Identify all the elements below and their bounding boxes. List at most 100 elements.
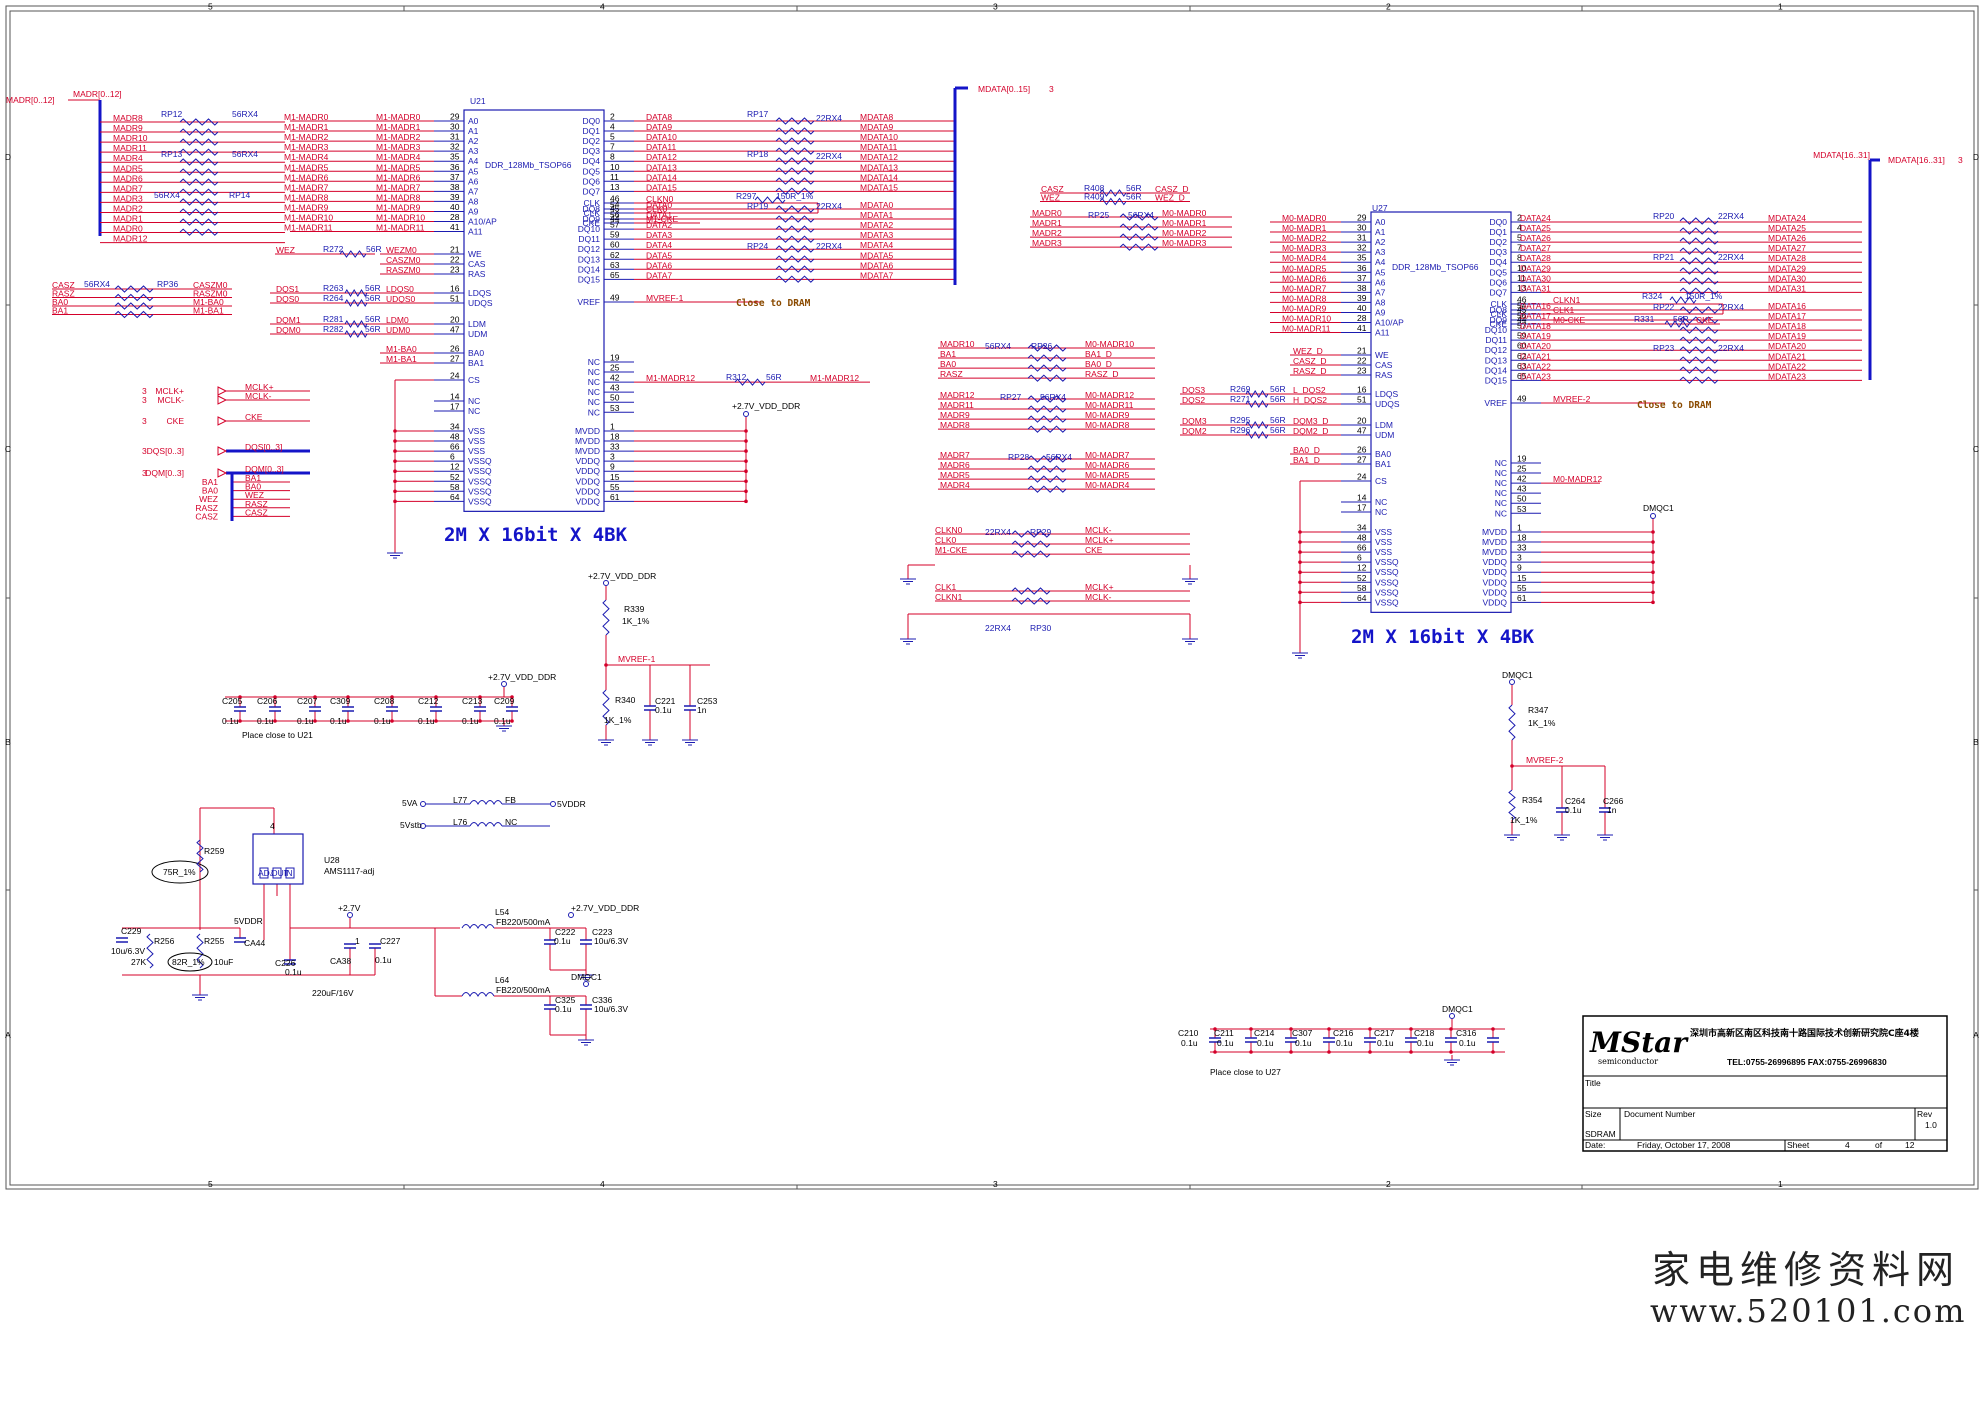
- net-label: MDATA21: [1768, 351, 1806, 361]
- pin-name: DQ4: [1490, 257, 1508, 267]
- pin-number: 17: [1357, 503, 1367, 513]
- frame-row-label: D: [1973, 152, 1979, 162]
- pin-number: 56: [1517, 311, 1527, 321]
- resistor: [1679, 376, 1719, 384]
- junction: [1327, 1027, 1331, 1031]
- resistor: [1679, 247, 1719, 255]
- resistor: [1027, 405, 1067, 413]
- pin-number: 15: [610, 472, 620, 482]
- pin-name: BA1: [1375, 459, 1391, 469]
- net-label: MVREF-1: [646, 293, 684, 303]
- pin-number: 40: [1357, 303, 1367, 313]
- resistor: [339, 250, 367, 258]
- dram-chip-body: [463, 109, 605, 512]
- inductor-value: FB220/500mA: [496, 985, 551, 995]
- pin-number: 57: [1517, 321, 1527, 331]
- rp-value: 56RX4: [232, 109, 258, 119]
- place-note-u27: Place close to U27: [1210, 1067, 1281, 1077]
- rp-value: 56RX4: [1128, 210, 1154, 220]
- power-label: +2.7V_VDD_DDR: [571, 903, 639, 913]
- net-label: WEZ: [1041, 193, 1060, 203]
- resistor: [179, 208, 219, 216]
- pin-name: UDQS: [1375, 399, 1400, 409]
- callout-ellipse: [167, 952, 213, 972]
- net-label: M0-MADR1: [1162, 218, 1207, 228]
- resistor: [179, 218, 219, 226]
- pin-number: 57: [610, 220, 620, 230]
- res-value: 56R: [366, 244, 382, 254]
- power-label: DMQC1: [1442, 1004, 1473, 1014]
- pin-number: 3: [610, 452, 615, 462]
- junction: [1651, 570, 1655, 574]
- res-ref: R256: [154, 936, 175, 946]
- junction: [238, 695, 242, 699]
- pin-name: NC: [1375, 497, 1387, 507]
- junction: [1651, 600, 1655, 605]
- pin-name: DQ3: [1490, 247, 1508, 257]
- port-name: MCLK-: [158, 395, 185, 405]
- resistor: [179, 158, 219, 166]
- net-label: UDQS0: [386, 294, 416, 304]
- res-ref: R347: [1528, 705, 1549, 715]
- net-label: MDATA2: [860, 220, 893, 230]
- net-label: DATA29: [1520, 263, 1551, 273]
- junction: [346, 695, 350, 699]
- mstar-logo-sub: semiconductor: [1598, 1057, 1658, 1066]
- pin-number: 49: [1517, 394, 1527, 404]
- net-label: MADR2: [1032, 228, 1062, 238]
- pin-number: 34: [1357, 523, 1367, 533]
- pin-number: 24: [1357, 472, 1367, 482]
- pin-name: NC: [1495, 498, 1507, 508]
- cap-ref: C216: [1333, 1028, 1354, 1038]
- net-label: RASZ: [52, 289, 75, 299]
- power-icon: [420, 823, 426, 829]
- junction: [346, 719, 350, 723]
- net-label: BA1_D: [1293, 455, 1320, 465]
- net-label: MDATA30: [1768, 273, 1806, 283]
- net-label: MADR11: [940, 400, 974, 410]
- net-label: M0-MADR9: [1282, 303, 1327, 313]
- pin-number: 3: [1517, 553, 1522, 563]
- pin-name: VSS: [468, 436, 485, 446]
- net-label: DATA23: [1520, 371, 1551, 381]
- net-label: MDATA27: [1768, 243, 1806, 253]
- pin-number: 54: [610, 200, 620, 210]
- pin-number: 19: [1517, 454, 1527, 464]
- net-label: MDATA14: [860, 172, 898, 182]
- cap-value: 0.1u: [1565, 805, 1582, 815]
- net-label: BA0: [202, 486, 218, 496]
- power-icon: [603, 580, 609, 586]
- pin-name: DQ0: [583, 116, 601, 126]
- net-label: M1-MADR5: [284, 162, 329, 172]
- pin-number: 13: [1517, 283, 1527, 293]
- net-label: MADR10: [940, 339, 975, 349]
- net-label: DATA26: [1520, 233, 1551, 243]
- pin-number: 31: [450, 132, 460, 142]
- net-label: MADR1: [1032, 218, 1062, 228]
- net-label: MADR3: [113, 193, 143, 203]
- cap-value: 0.1u: [554, 936, 571, 946]
- pin-name: VDDQ: [575, 496, 600, 506]
- inductor-value: NC: [505, 817, 517, 827]
- res-value: 150R_1%: [776, 191, 814, 201]
- resistor: [179, 168, 219, 176]
- cap-ref: C266: [1603, 796, 1624, 806]
- pin-name: MVDD: [1482, 547, 1507, 557]
- pin-name: NC: [588, 387, 600, 397]
- pin-name: A9: [1375, 307, 1386, 317]
- rp-value: 56RX4: [985, 341, 1011, 351]
- junction: [744, 479, 748, 484]
- net-label: M1-MADR5: [376, 162, 421, 172]
- pin-name: A1: [468, 126, 479, 136]
- rp-ref: RP17: [747, 109, 769, 119]
- junction: [393, 449, 397, 453]
- net-label: M0-MADR5: [1085, 470, 1130, 480]
- res-ref: R409: [1084, 192, 1105, 202]
- pin-number: 62: [610, 250, 620, 260]
- rp-value: 56RX4: [232, 149, 258, 159]
- pin-number: 10: [610, 162, 620, 172]
- net-label: DATA0: [646, 200, 672, 210]
- frame-col-label: 1: [1778, 1179, 1783, 1189]
- resistor: [1027, 415, 1067, 423]
- cap-ref: C213: [462, 696, 483, 706]
